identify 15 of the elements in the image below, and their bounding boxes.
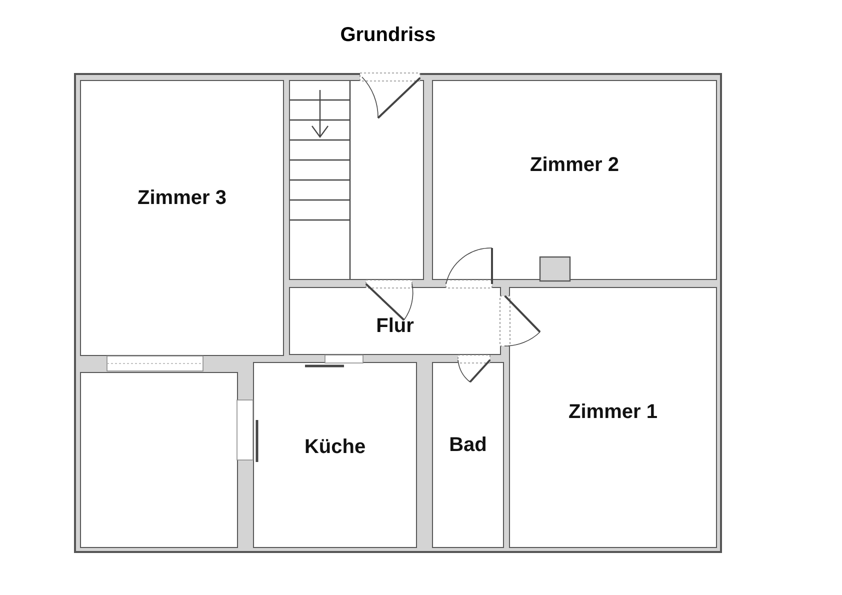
room-label: Zimmer 3 [138,186,226,210]
room-label: Zimmer 2 [530,154,619,176]
room [432,362,504,548]
room [432,80,717,280]
room-label: Zimmer 1 [568,401,658,424]
room-label: Küche [304,436,366,458]
room [289,287,501,355]
stairwell [289,80,424,280]
room-label: Bad [449,434,487,456]
room [80,372,238,548]
room-label: Flur [376,314,414,338]
room [253,362,417,548]
room [80,80,284,356]
plan-title: Grundriss [339,24,437,47]
room [509,287,717,548]
